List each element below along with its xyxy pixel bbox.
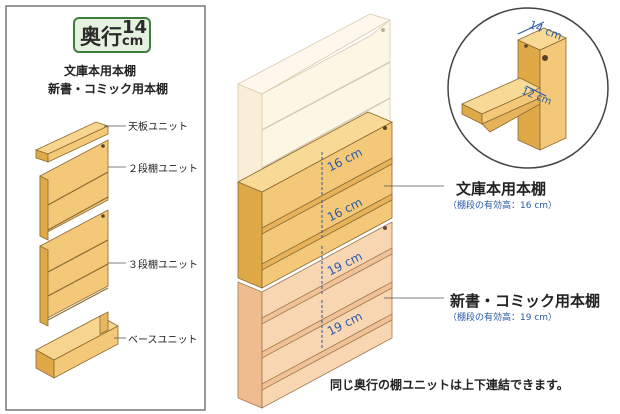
left-title-line1: 文庫本用本棚 <box>64 62 136 79</box>
unit-label-top-plate: 天板ユニット <box>128 118 188 133</box>
left-title-line2: 新書・コミック用本棚 <box>48 80 168 97</box>
badge-unit: cm <box>122 34 143 49</box>
callout-shinsho-sub: （棚段の有効高：19 cm） <box>448 310 557 323</box>
callout-shinsho-title: 新書・コミック用本棚 <box>450 290 600 311</box>
callout-bunko-sub: （棚段の有効高：16 cm） <box>448 198 557 211</box>
badge-prefix: 奥行 <box>80 21 122 51</box>
footer-note: 同じ奥行の棚ユニットは上下連結できます。 <box>330 376 569 393</box>
unit-label-base: ベースユニット <box>128 331 198 346</box>
unit-label-three-shelf: ３段棚ユニット <box>128 256 198 271</box>
unit-label-two-shelf: ２段棚ユニット <box>128 160 198 175</box>
callout-bunko-title: 文庫本用本棚 <box>456 178 546 199</box>
